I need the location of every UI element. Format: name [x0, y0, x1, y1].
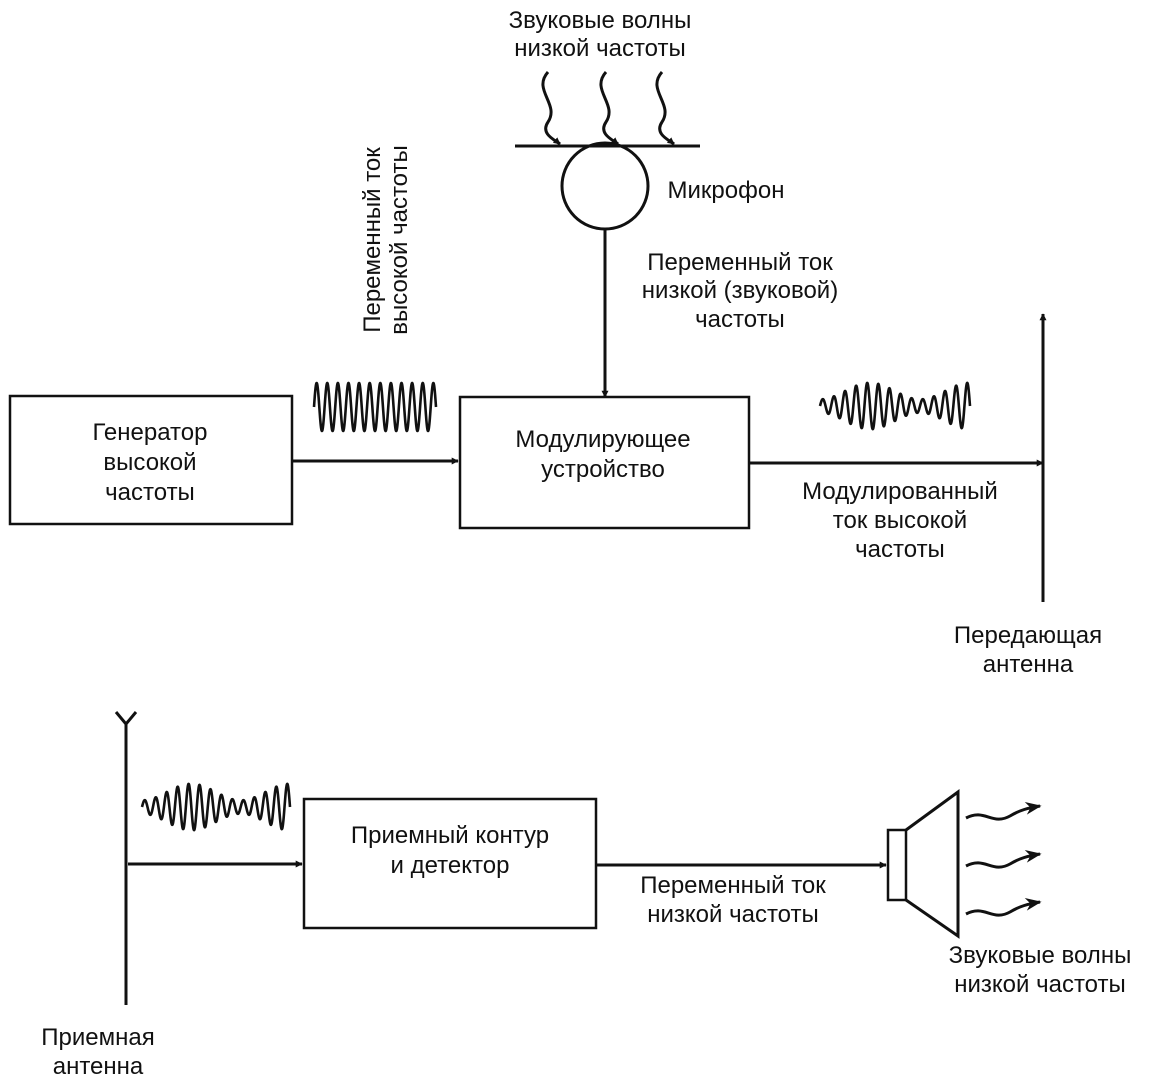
sound-waves-in-label-2: низкой частоты [514, 35, 686, 62]
modulator-label-1: Модулирующее [515, 426, 690, 453]
modulated-waveform-bottom [140, 782, 292, 832]
receiver-label-2: и детектор [391, 852, 510, 879]
modulator-label-2: устройство [541, 456, 665, 483]
modulated-current-label-2: ток высокой [833, 507, 967, 534]
generator-label-1: Генератор [93, 419, 208, 446]
incoming-sound-wave-arrows [541, 71, 675, 146]
lf-current-label-3: частоты [695, 306, 785, 333]
receive-antenna-label-1: Приемная [41, 1024, 154, 1051]
speaker-icon [886, 789, 960, 939]
modulator-box [458, 395, 751, 530]
sound-waves-out-label-2: низкой частоты [954, 971, 1126, 998]
transmit-antenna-label-2: антенна [983, 651, 1074, 678]
lf-current-out-label-2: низкой частоты [647, 901, 819, 928]
generator-label-3: частоты [105, 479, 195, 506]
outgoing-sound-wave-arrows [965, 802, 1042, 917]
receive-antenna [114, 711, 138, 1005]
lf-current-label-1: Переменный ток [647, 249, 833, 276]
sound-waves-out-label-1: Звуковые волны [949, 942, 1132, 969]
generator-box [8, 394, 294, 526]
lf-current-out-label-1: Переменный ток [640, 872, 826, 899]
svg-text:Переменный ток: Переменный ток [359, 147, 386, 333]
microphone-icon [560, 141, 650, 231]
microphone-label: Микрофон [668, 177, 785, 204]
receiver-box [302, 797, 598, 930]
hf-current-vertical-label: Переменный ток высокой частоты [359, 145, 413, 334]
receiver-label-1: Приемный контур [351, 822, 549, 849]
lf-current-label-2: низкой (звуковой) [642, 277, 838, 304]
generator-label-2: высокой [103, 449, 196, 476]
sound-waves-in-label-1: Звуковые волны [509, 7, 692, 34]
modulated-waveform-top [818, 381, 972, 431]
receive-antenna-label-2: антенна [53, 1053, 144, 1080]
modulated-current-label-1: Модулированный [802, 478, 998, 505]
hf-carrier-waveform [312, 381, 438, 433]
transmit-antenna-label-1: Передающая [954, 622, 1102, 649]
svg-text:высокой частоты: высокой частоты [386, 145, 413, 334]
modulated-current-label-3: частоты [855, 536, 945, 563]
